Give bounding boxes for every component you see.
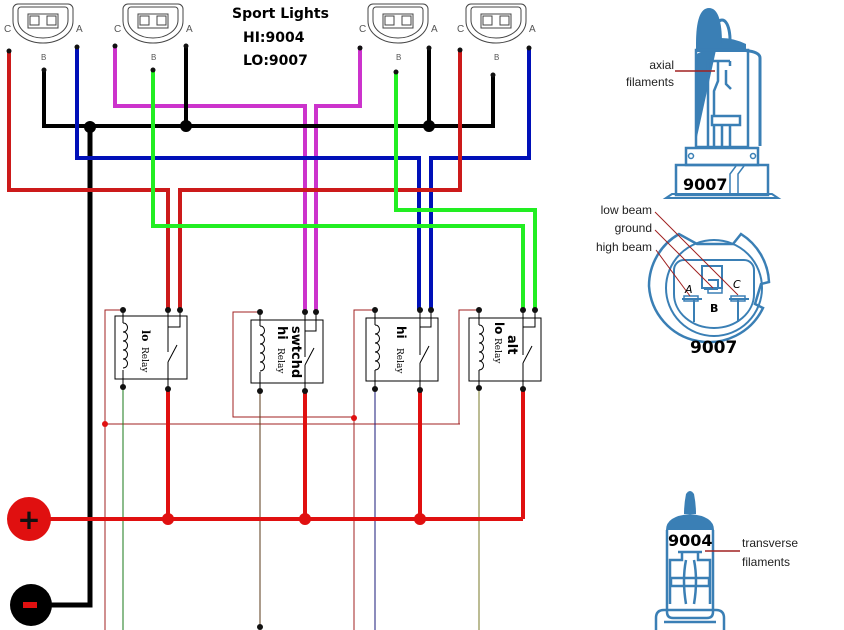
bulb-9007-model: 9007	[683, 175, 728, 194]
wire-thin-red-hi	[353, 309, 374, 630]
wire-green-1	[151, 70, 525, 310]
diagram-title: Sport Lights HI:9004 LO:9007	[232, 6, 329, 69]
relay-label: lo	[139, 330, 152, 342]
junction-dot	[180, 120, 192, 132]
relay-label: hi	[274, 326, 289, 340]
switched-hi-relay: swtchd hi Relay	[250, 309, 324, 394]
bulb-9004-model: 9004	[668, 531, 713, 550]
junction-dot	[423, 120, 435, 132]
wire-blue-2	[429, 48, 531, 310]
socket-pin-a: A	[684, 283, 693, 296]
junction-dot	[102, 421, 108, 427]
connector-pin-dots	[6, 43, 532, 78]
filaments-label: filaments	[626, 75, 674, 89]
connector-4: C B A	[457, 3, 536, 62]
connector-2: C B A	[114, 3, 193, 62]
relay-label: alt	[504, 335, 519, 354]
relay-label: swtchd	[288, 326, 303, 378]
wire-blue-1	[75, 47, 421, 310]
plus-icon: +	[17, 503, 40, 536]
wire-magenta-2	[314, 46, 362, 310]
pin-label-b: B	[151, 53, 156, 62]
hi-relay: hi Relay	[365, 307, 439, 393]
pin-label-c: C	[114, 24, 121, 35]
pin-label-b: B	[396, 53, 401, 62]
pin-label-b: B	[494, 53, 499, 62]
junction-dot	[84, 121, 96, 133]
battery-positive-terminal: +	[7, 497, 51, 541]
socket-9007-model: 9007	[690, 338, 737, 358]
relay-label: Relay	[139, 347, 149, 373]
pin-label-a: A	[431, 24, 438, 35]
relay-label: Relay	[492, 338, 502, 364]
relay-label: lo	[492, 322, 506, 334]
junction-dot	[299, 513, 311, 525]
bulb-9007: 9007	[662, 8, 782, 199]
low-beam-label: low beam	[601, 203, 652, 217]
alt-lo-relay: alt lo Relay	[468, 307, 542, 392]
relay-label: Relay	[275, 348, 285, 374]
socket-9007	[647, 232, 771, 344]
connector-1: C B A	[4, 3, 83, 62]
socket-pin-c: C	[733, 278, 741, 291]
high-beam-label: high beam	[596, 240, 652, 254]
wire-black-to-negative	[45, 126, 93, 608]
socket-pin-b: B	[710, 302, 718, 315]
thin-wires	[104, 309, 480, 630]
wire-magenta-1	[113, 46, 307, 310]
pin-label-c: C	[359, 24, 366, 35]
axial-label: axial	[649, 58, 674, 72]
connector-3: C B A	[359, 3, 438, 62]
battery-negative-terminal	[10, 584, 52, 626]
junction-dot	[257, 624, 263, 630]
minus-icon	[23, 602, 37, 608]
wire-red-1	[7, 51, 170, 310]
pin-label-a: A	[529, 24, 536, 35]
pin-label-b: B	[41, 53, 46, 62]
relay-label: hi	[394, 326, 408, 339]
ground-label: ground	[615, 221, 652, 235]
wire-thin-red-alt	[458, 309, 479, 424]
wire-thin-red-trigger	[104, 309, 123, 630]
socket-callout-lines	[654, 211, 739, 297]
positive-bus	[45, 388, 525, 521]
lo-relay: lo Relay	[114, 307, 188, 392]
junction-dot	[414, 513, 426, 525]
pin-label-a: A	[76, 24, 83, 35]
title-line-2: HI:9004	[243, 30, 305, 46]
pin-label-c: C	[457, 24, 464, 35]
transverse-label: transverse	[742, 536, 798, 550]
pin-label-c: C	[4, 24, 11, 35]
wire-black-ground-bus	[42, 70, 495, 128]
main-wires	[7, 46, 537, 608]
bulb-9004: 9004	[654, 491, 726, 630]
relay-label: Relay	[394, 348, 404, 374]
wire-green-2	[394, 72, 537, 310]
pin-label-a: A	[186, 24, 193, 35]
wire-thin-red-swhi	[232, 311, 355, 418]
junction-dot	[162, 513, 174, 525]
title-line-1: Sport Lights	[232, 6, 329, 22]
filaments-label: filaments	[742, 555, 790, 569]
wire-red-2	[178, 50, 462, 310]
junction-dot	[351, 415, 357, 421]
title-line-3: LO:9007	[243, 53, 308, 69]
